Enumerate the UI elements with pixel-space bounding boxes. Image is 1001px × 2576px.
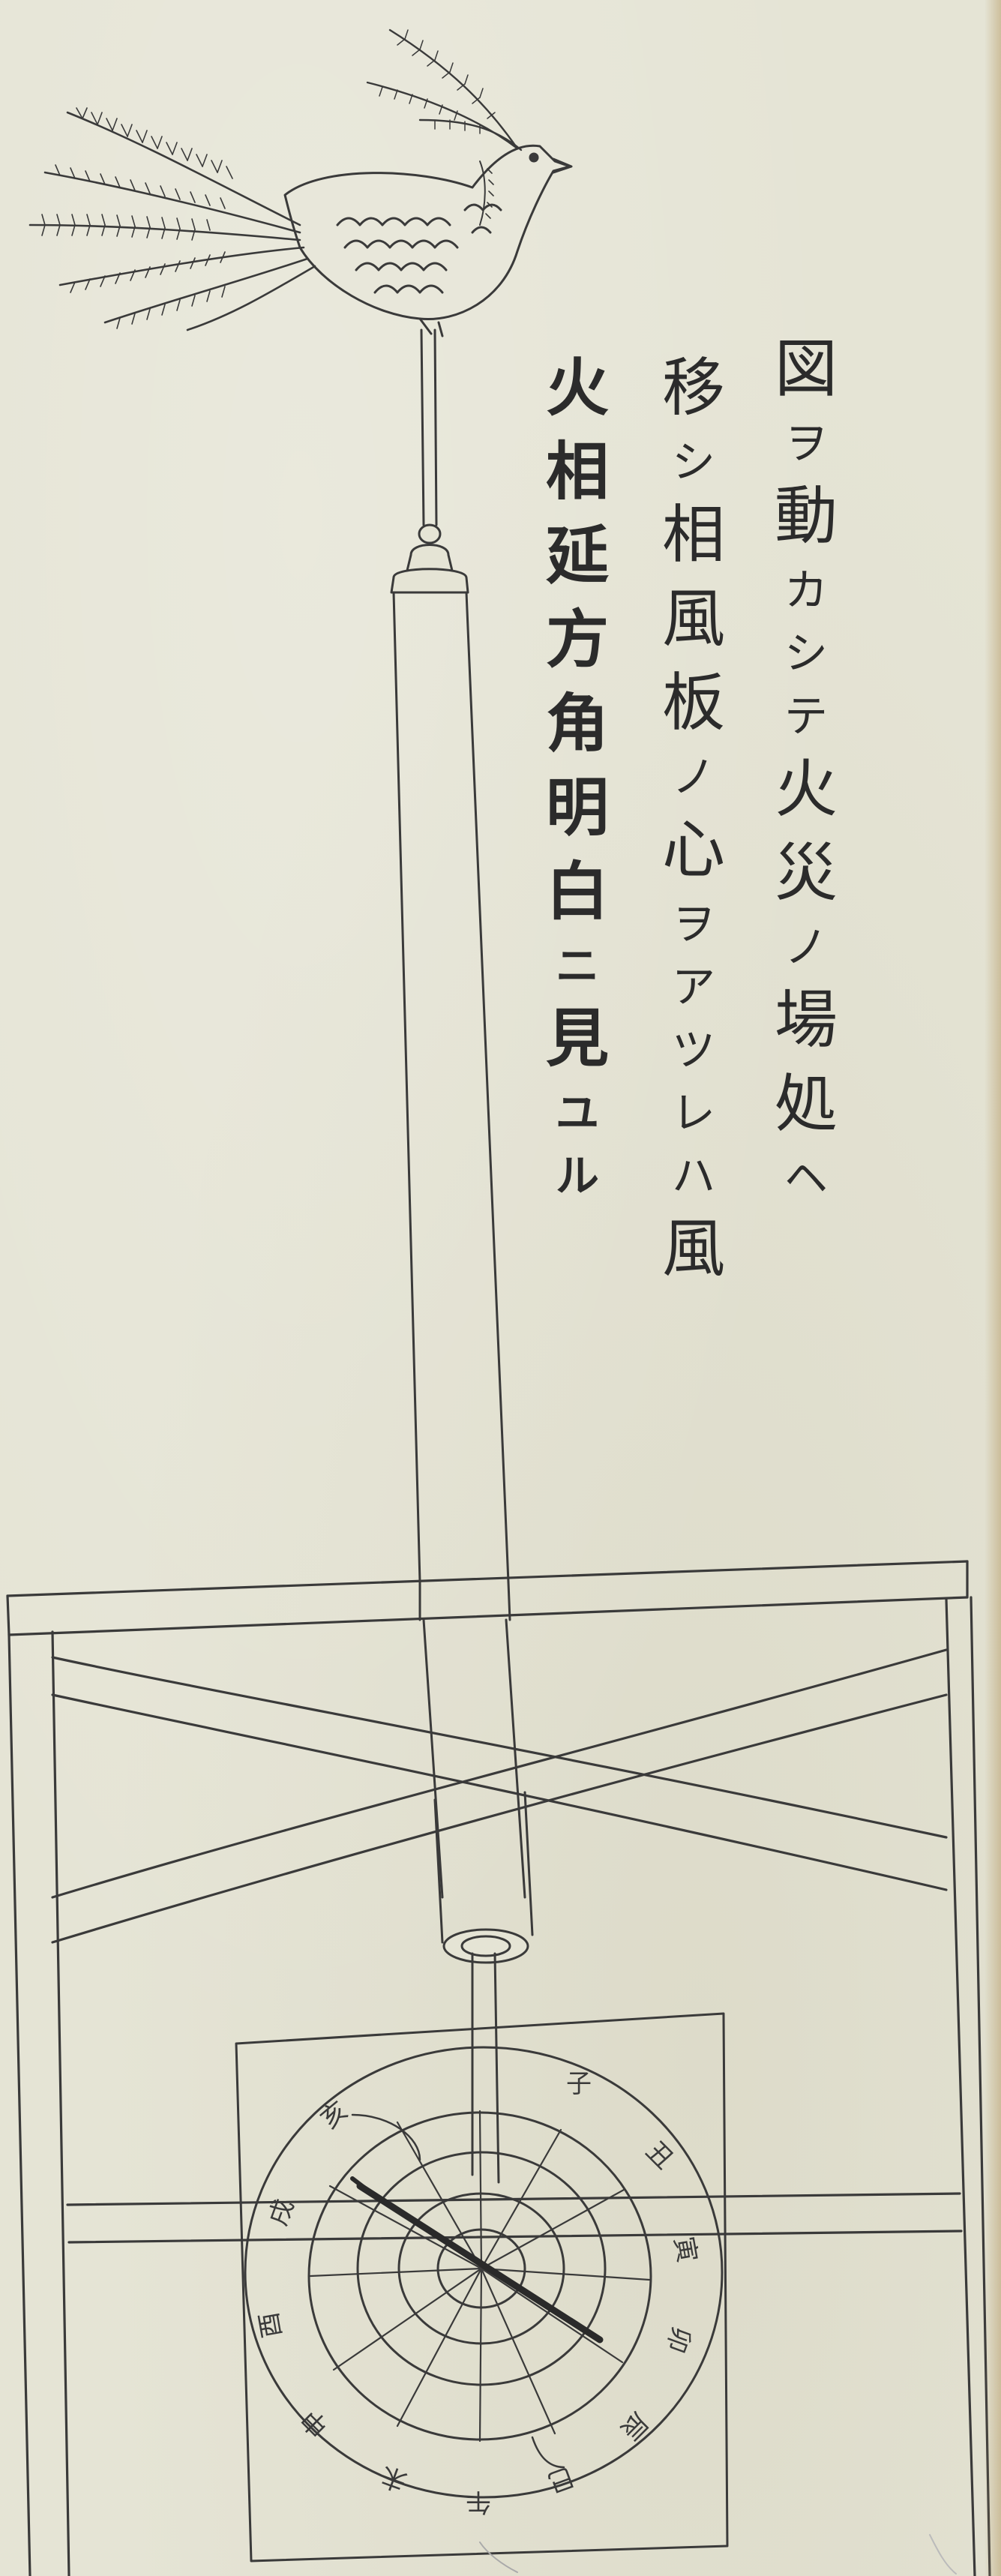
wooden-frame — [6, 1560, 991, 2576]
inscription-char: 見 — [545, 1001, 609, 1075]
dial-label-w: 酉 — [254, 2310, 288, 2340]
dial-label-sw2: 申 — [295, 2404, 334, 2443]
inscription-column-2: 移シ相風板ノ心ヲアツレハ風 — [652, 356, 735, 1301]
inscription-char: 災 — [774, 836, 838, 910]
compass-needle — [356, 2182, 604, 2344]
compass-outer-ring — [244, 2046, 724, 2499]
inscription-char: 白 — [545, 854, 609, 928]
inscription-char: ユ — [555, 1087, 599, 1138]
dial-label-e3: 卯 — [660, 2323, 697, 2357]
inscription-char: ニ — [555, 940, 599, 991]
dial-label-nw1: 戌 — [263, 2195, 300, 2230]
vane-spindle — [390, 328, 469, 594]
dial-label-nw2: 亥 — [315, 2095, 354, 2134]
inscription-char: 風 — [661, 582, 725, 655]
inscription-char: 相 — [545, 434, 609, 508]
inscription-char: 火 — [774, 752, 838, 826]
inscription-char: ヲ — [671, 898, 715, 949]
inscription-char: ヲ — [784, 418, 828, 469]
inscription-char: 動 — [774, 479, 838, 553]
dial-label-sw1: 未 — [376, 2460, 411, 2497]
dial-label-s: 午 — [466, 2487, 491, 2517]
inscription-char: シ — [784, 628, 828, 679]
inscription-char: テ — [784, 691, 828, 742]
inscription-char: 角 — [545, 686, 609, 760]
dial-label-e2: 寅 — [668, 2235, 702, 2265]
inscription-char: 方 — [545, 602, 609, 676]
vertical-shaft — [392, 591, 511, 1621]
inscription-char: 移 — [661, 351, 725, 424]
lower-shaft — [422, 1618, 534, 2184]
compass-labels: 子 丑 寅 卯 辰 巳 午 未 申 酉 戌 亥 — [254, 2069, 703, 2517]
inscription-char: 明 — [545, 770, 609, 844]
inscription-char: 相 — [661, 498, 725, 571]
inscription-char: ア — [671, 961, 715, 1012]
inscription-char: 延 — [545, 518, 609, 592]
inscription-char: 火 — [545, 350, 609, 424]
inscription-char: シ — [671, 436, 715, 487]
inscription-char: ツ — [671, 1024, 715, 1075]
inscription-char: 心 — [661, 813, 725, 886]
dial-label-e1: 丑 — [640, 2136, 679, 2175]
inscription-column-3: 火相延方角明白ニ見ユル — [536, 356, 619, 1217]
inscription-char: 処 — [774, 1067, 838, 1141]
inscription-char: 板 — [661, 666, 725, 739]
inscription-char: カ — [784, 565, 828, 616]
dial-label-se2: 巳 — [544, 2461, 578, 2498]
inscription-char: ヘ — [784, 1153, 828, 1204]
inscription-char: レ — [671, 1087, 715, 1138]
inscription-column-1: 図ヲ動カシテ火災ノ場処ヘ — [765, 337, 847, 1219]
inscription-char: ノ — [784, 922, 828, 973]
inscription-char: 場 — [774, 983, 838, 1057]
dial-label-ne: 子 — [566, 2069, 592, 2099]
phoenix-ornament — [28, 28, 573, 337]
inscription-char: 風 — [661, 1212, 725, 1285]
inscription-char: ハ — [671, 1150, 715, 1201]
inscription-char: 図 — [774, 332, 838, 406]
dial-label-se1: 辰 — [615, 2407, 654, 2446]
inscription-char: ル — [555, 1150, 599, 1201]
compass-box — [235, 2012, 729, 2563]
inscription-char: ノ — [671, 751, 715, 802]
